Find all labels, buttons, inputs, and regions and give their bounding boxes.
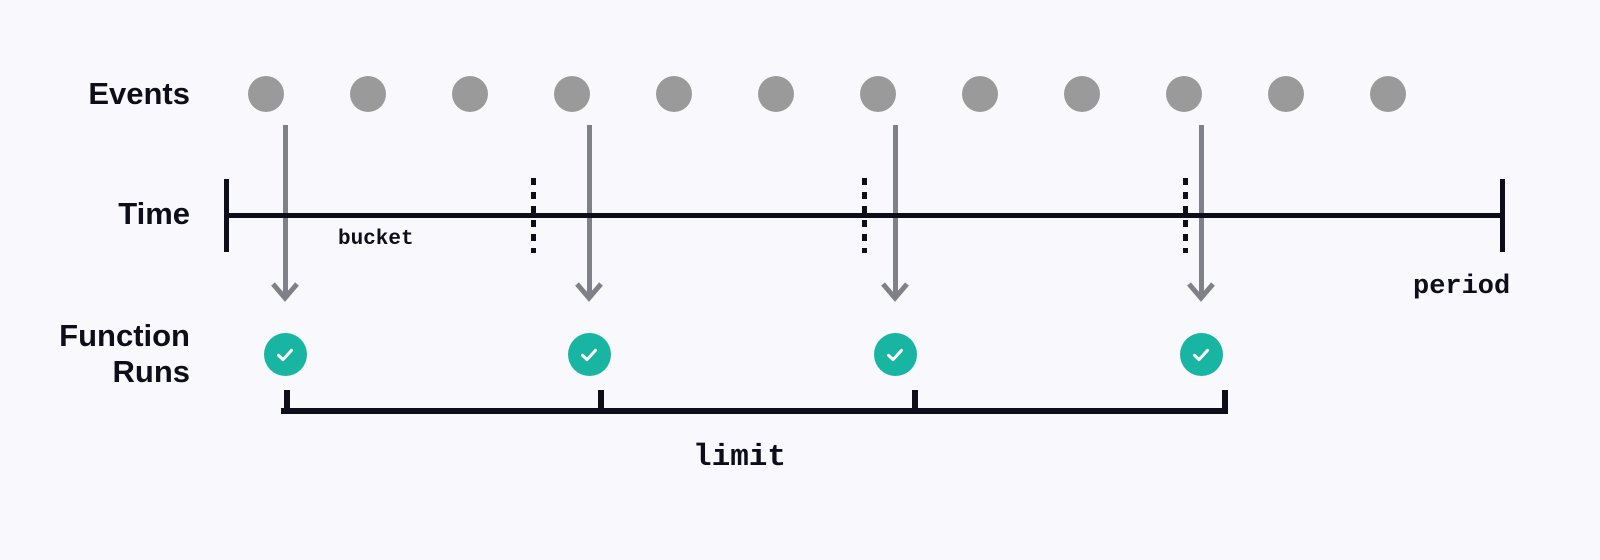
event-dot — [554, 76, 590, 112]
row-label-time: Time — [118, 196, 190, 231]
event-dot — [1268, 76, 1304, 112]
limit-bracket-tick — [598, 390, 604, 410]
event-dot — [350, 76, 386, 112]
bucket-label: bucket — [338, 228, 414, 251]
limit-bracket-end — [1222, 390, 1228, 414]
function-run-success-marker — [567, 333, 611, 376]
arrow-down-icon — [270, 281, 300, 305]
event-dot — [1166, 76, 1202, 112]
function-run-success-marker — [263, 333, 307, 376]
event-dot — [962, 76, 998, 112]
event-dot — [1064, 76, 1100, 112]
event-dot — [1370, 76, 1406, 112]
connector-line — [587, 125, 592, 295]
event-dot — [758, 76, 794, 112]
time-axis-endcap — [1500, 179, 1505, 252]
row-label-events: Events — [88, 76, 190, 111]
function-run-success-marker — [873, 333, 917, 376]
function-run-success-marker — [1179, 333, 1223, 376]
limit-label: limit — [693, 440, 787, 475]
row-label-function-runs: Function Runs — [59, 318, 190, 389]
limit-bracket-tick — [912, 390, 918, 410]
bucket-divider — [1183, 178, 1188, 253]
check-icon — [1193, 348, 1209, 361]
connector-line — [1199, 125, 1204, 295]
limit-bracket-end — [284, 390, 290, 414]
event-dot — [452, 76, 488, 112]
check-icon — [277, 348, 293, 361]
arrow-down-icon — [880, 281, 910, 305]
connector-line — [283, 125, 288, 295]
time-axis-endcap — [224, 179, 229, 252]
event-dot — [860, 76, 896, 112]
check-icon — [581, 348, 597, 361]
limit-bracket-line — [281, 408, 1225, 414]
bucket-divider — [531, 178, 536, 253]
period-label: period — [1413, 272, 1511, 302]
check-icon — [887, 348, 903, 361]
event-dot — [656, 76, 692, 112]
connector-line — [893, 125, 898, 295]
arrow-down-icon — [574, 281, 604, 305]
bucket-divider — [862, 178, 867, 253]
event-dot — [248, 76, 284, 112]
arrow-down-icon — [1186, 281, 1216, 305]
